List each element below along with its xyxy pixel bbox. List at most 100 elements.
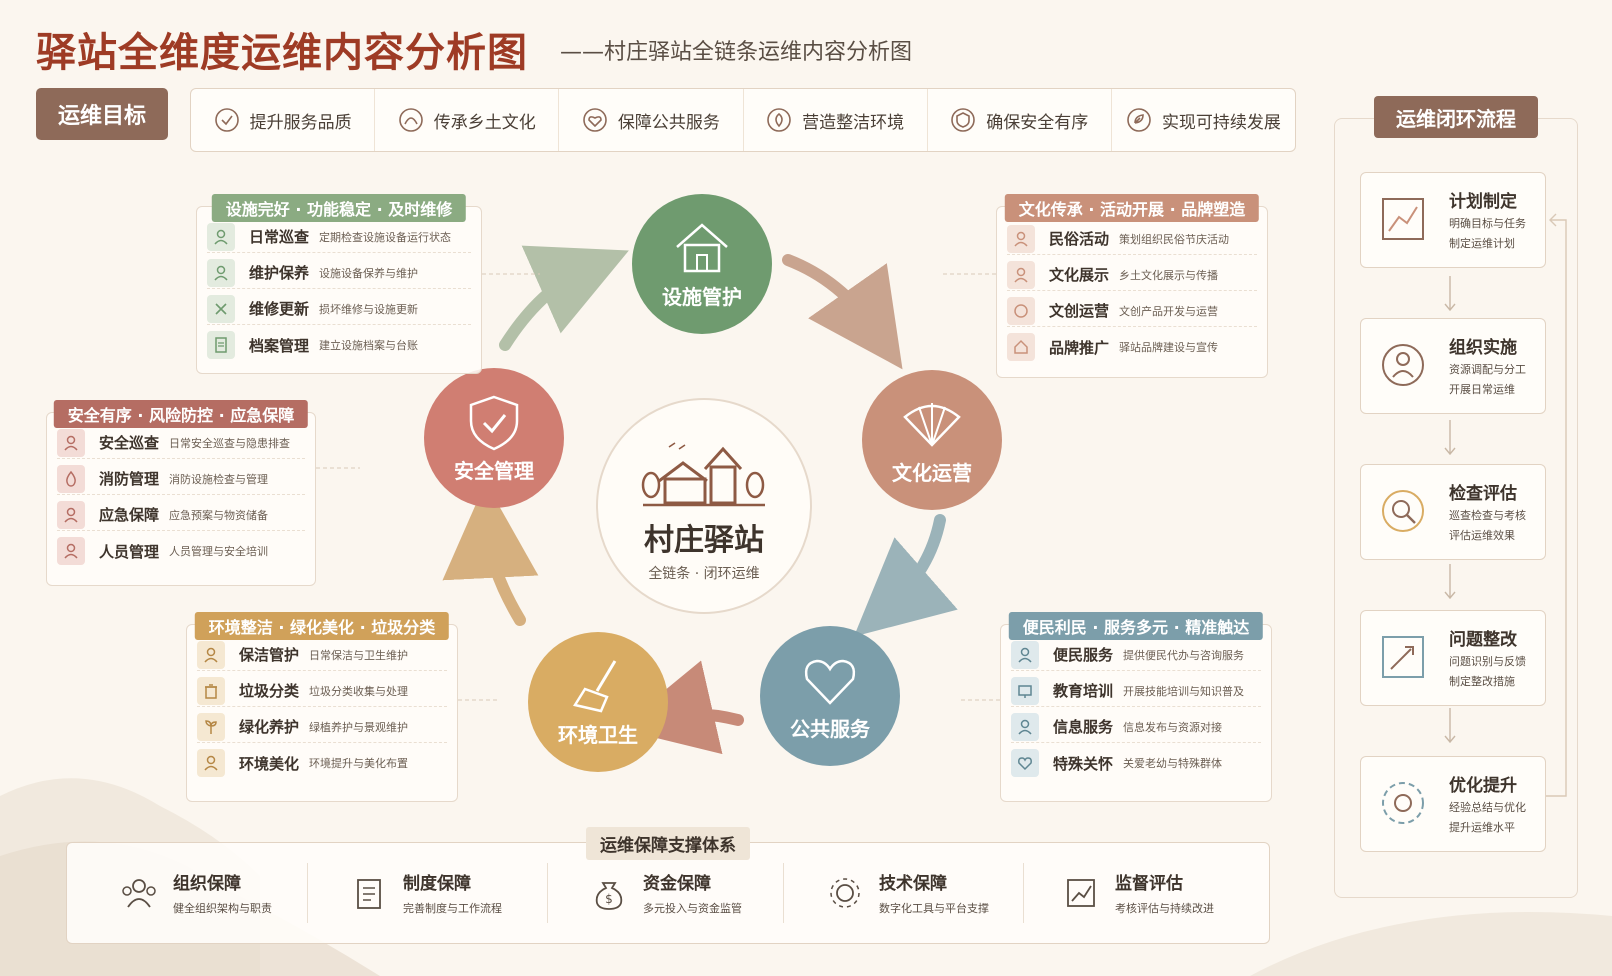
panel-row: 信息服务信息发布与资源对接	[1011, 711, 1261, 743]
beautify-icon	[197, 749, 225, 777]
cycle-node-label: 安全管理	[454, 458, 534, 483]
loop-step-line1: 问题识别与反馈	[1449, 655, 1526, 668]
loop-arrows	[1444, 276, 1456, 744]
row-name: 保洁管护	[239, 646, 300, 664]
divider	[307, 863, 308, 923]
wrench-icon	[207, 294, 235, 323]
tech-gear-icon	[830, 877, 860, 908]
support-item: 制度保障完善制度与工作流程	[349, 869, 502, 916]
row-name: 档案管理	[249, 336, 310, 355]
row-desc: 应急预案与物资储备	[169, 508, 268, 522]
row-name: 便民服务	[1053, 646, 1114, 664]
person-icon	[1007, 224, 1035, 253]
loop-step-line1: 巡查检查与考核	[1449, 509, 1526, 522]
environment-icon	[767, 108, 791, 132]
row-name: 特殊关怀	[1053, 754, 1114, 773]
person-icon	[57, 500, 85, 529]
panel-row: 民俗活动策划组织民俗节庆活动	[1007, 223, 1257, 255]
row-desc: 垃圾分类收集与处理	[309, 684, 408, 698]
panel-row: 人员管理人员管理与安全培训	[57, 535, 305, 567]
loop-step-line2: 开展日常运维	[1449, 383, 1515, 396]
cycle-node-label: 环境卫生	[558, 722, 638, 747]
evaluation-chart-icon	[1067, 878, 1095, 907]
goal-item: 提升服务品质	[191, 89, 376, 151]
panel-row: 垃圾分类垃圾分类收集与处理	[197, 675, 447, 707]
panel-environment: 环境整洁 · 绿化美化 · 垃圾分类 保洁管护日常保洁与卫生维护 垃圾分类垃圾分…	[186, 612, 458, 802]
row-desc: 定期检查设施设备运行状态	[319, 230, 451, 244]
broom-icon	[573, 659, 617, 712]
support-desc: 完善制度与工作流程	[403, 902, 502, 915]
panel-row: 特殊关怀关爱老幼与特殊群体	[1011, 747, 1261, 779]
panel-tag: 安全有序 · 风险防控 · 应急保障	[53, 400, 309, 428]
goal-item: 确保安全有序	[928, 89, 1112, 151]
support-desc: 数字化工具与平台支撑	[879, 902, 989, 915]
plant-icon	[197, 712, 225, 741]
care-icon	[1011, 749, 1039, 777]
panel-culture: 文化传承 · 活动开展 · 品牌塑造 民俗活动策划组织民俗节庆活动 文化展示乡土…	[996, 194, 1268, 378]
divider	[547, 863, 548, 923]
row-name: 品牌推广	[1049, 338, 1110, 357]
clipboard-icon	[357, 878, 381, 909]
culture-icon	[398, 108, 423, 132]
loop-step-line2: 制定整改措施	[1449, 675, 1515, 688]
panel-tag: 便民利民 · 服务多元 · 精准触达	[1008, 612, 1264, 640]
loop-step: 组织实施 资源调配与分工 开展日常运维	[1360, 318, 1546, 414]
person-icon	[1011, 712, 1039, 741]
row-name: 消防管理	[99, 470, 160, 488]
row-name: 信息服务	[1053, 718, 1114, 736]
loop-tag: 运维闭环流程	[1374, 96, 1538, 138]
row-name: 日常巡查	[249, 228, 310, 246]
panel-facility: 设施完好 · 功能稳定 · 及时维修 日常巡查定期检查设施设备运行状态 维护保养…	[196, 194, 482, 374]
panel-safety: 安全有序 · 风险防控 · 应急保障 安全巡查日常安全巡查与隐患排查 消防管理消…	[46, 400, 316, 586]
row-desc: 乡土文化展示与传播	[1119, 268, 1218, 282]
goal-item: 实现可持续发展	[1112, 89, 1295, 151]
goals-strip: 提升服务品质 传承乡土文化 保障公共服务 营造整洁环境 确保安全有序 实现可持续…	[190, 88, 1296, 152]
person-icon	[1007, 260, 1035, 289]
safety-icon	[951, 108, 976, 132]
panel-row: 维护保养设施设备保养与维护	[207, 257, 471, 289]
goal-label: 传承乡土文化	[433, 112, 536, 133]
goal-label: 营造整洁环境	[802, 112, 905, 133]
house-icon	[676, 222, 728, 272]
panel-row: 日常巡查定期检查设施设备运行状态	[207, 221, 471, 253]
page-title: 驿站全维度运维内容分析图	[36, 30, 528, 76]
support-name: 监督评估	[1115, 874, 1183, 894]
support-item: 组织保障健全组织架构与职责	[119, 869, 272, 916]
row-desc: 开展技能培训与知识普及	[1123, 684, 1244, 698]
loop-step-title: 检查评估	[1449, 484, 1517, 504]
support-item: 技术保障数字化工具与平台支撑	[825, 869, 989, 916]
heart-hands-icon	[804, 659, 856, 705]
goal-item: 保障公共服务	[559, 89, 744, 151]
person-icon	[57, 428, 85, 457]
row-desc: 建立设施档案与台账	[319, 339, 418, 352]
plan-icon	[1382, 198, 1424, 240]
cycle-node-label: 公共服务	[790, 716, 870, 741]
goal-label: 保障公共服务	[617, 112, 720, 133]
loop-step-line2: 提升运维水平	[1449, 821, 1515, 834]
cycle-node-safety: 安全管理	[424, 368, 564, 508]
panel-row: 文化展示乡土文化展示与传播	[1007, 259, 1257, 291]
document-icon	[207, 331, 235, 359]
support-desc: 多元投入与资金监管	[643, 902, 742, 915]
divider	[783, 863, 784, 923]
implement-icon	[1382, 344, 1424, 386]
goal-item: 传承乡土文化	[375, 89, 560, 151]
row-desc: 环境提升与美化布置	[309, 757, 408, 770]
row-desc: 人员管理与安全培训	[169, 545, 268, 558]
loop-step: 优化提升 经验总结与优化 提升运维水平	[1360, 756, 1546, 852]
row-desc: 文创产品开发与运营	[1119, 304, 1218, 318]
panel-row: 保洁管护日常保洁与卫生维护	[197, 639, 447, 671]
row-desc: 设施设备保养与维护	[319, 266, 418, 280]
panel-row: 消防管理消防设施检查与管理	[57, 463, 305, 495]
row-name: 应急保障	[99, 506, 160, 524]
goal-label: 实现可持续发展	[1161, 112, 1281, 133]
trash-icon	[197, 676, 225, 705]
row-desc: 损坏维修与设施更新	[319, 302, 418, 316]
cycle-node-label: 设施管护	[662, 284, 742, 309]
loop-step-title: 优化提升	[1449, 776, 1517, 796]
cycle-node-facility: 设施管护	[632, 194, 772, 334]
loop-return-arrow	[1546, 213, 1567, 797]
divider	[1023, 863, 1024, 923]
support-item: $ 资金保障多元投入与资金监管	[589, 869, 742, 916]
page-subtitle: ——村庄驿站全链条运维内容分析图	[560, 40, 913, 65]
